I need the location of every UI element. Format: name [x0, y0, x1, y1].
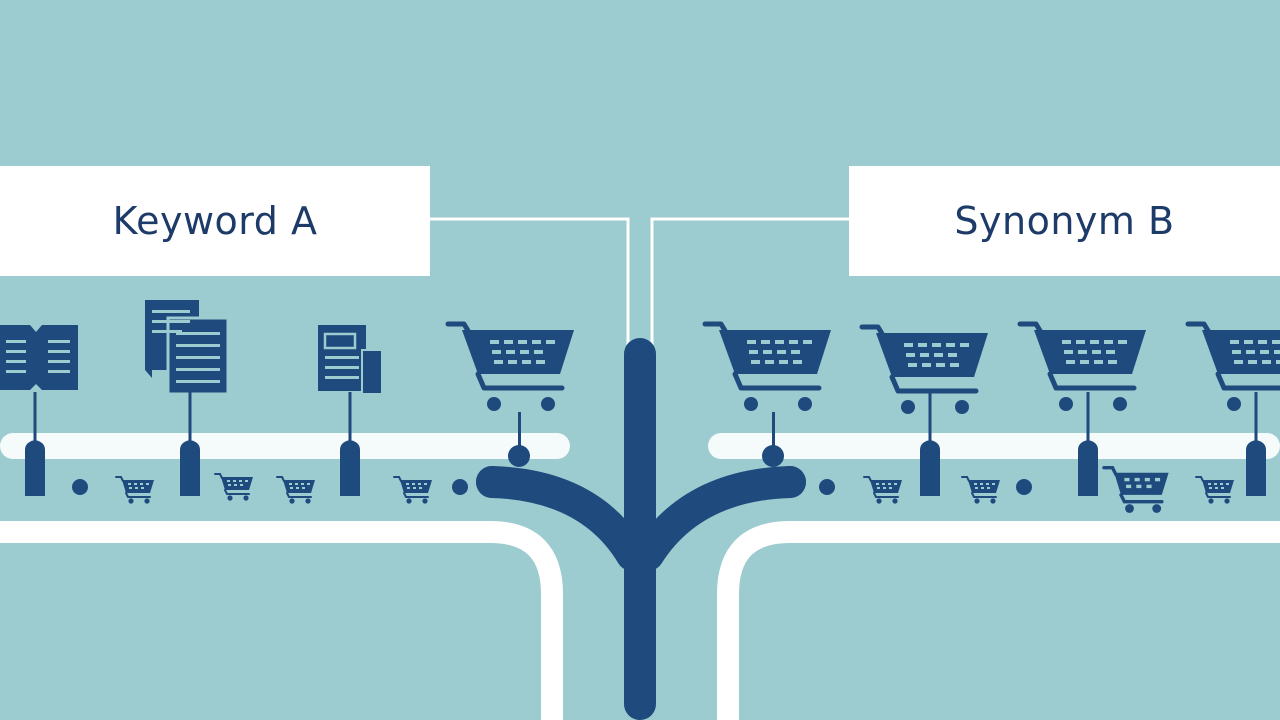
dot-marker [72, 479, 88, 495]
dot-marker [1016, 479, 1032, 495]
documents-icon [145, 300, 230, 396]
dot-marker [819, 479, 835, 495]
document-icon [318, 325, 383, 395]
open-book-icon [0, 325, 78, 390]
post [762, 412, 784, 467]
synonym-b-label: Synonym B [849, 166, 1280, 276]
dot-marker [452, 479, 468, 495]
post [508, 412, 530, 467]
keyword-a-label: Keyword A [0, 166, 430, 276]
